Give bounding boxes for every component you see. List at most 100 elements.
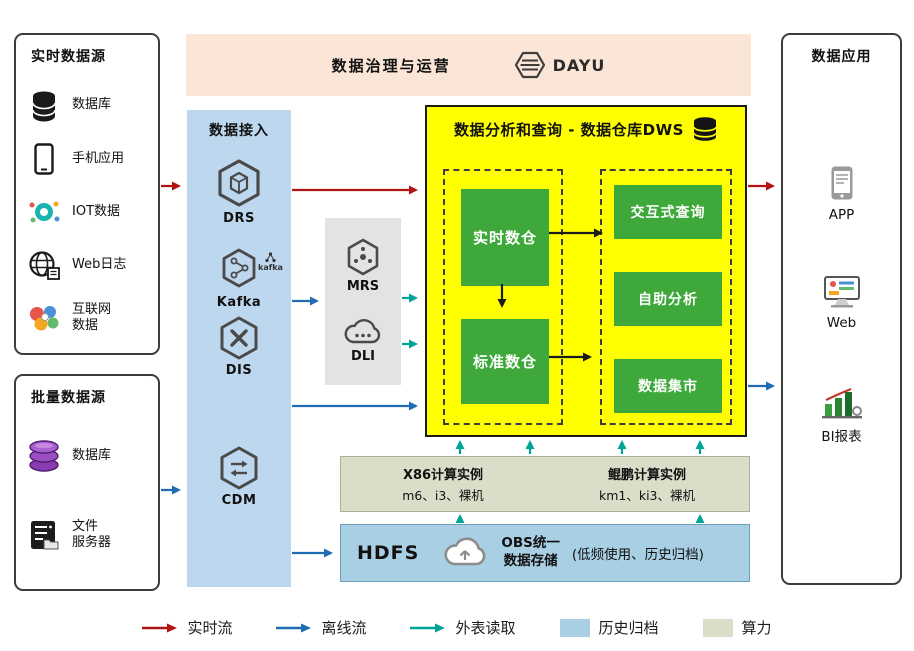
legend-compute: 算力 <box>702 617 772 638</box>
x86-instances: X86计算实例 m6、i3、裸机 <box>341 457 545 511</box>
batch-sources-title: 批量数据源 <box>31 390 106 406</box>
source-label: IOT数据 <box>72 203 121 219</box>
teal-arrow-icon <box>410 623 446 632</box>
x86-subtitle: m6、i3、裸机 <box>402 488 484 503</box>
source-item-web-log: Web日志 <box>22 239 154 292</box>
web-monitor-icon <box>823 276 860 308</box>
storage-bar: HDFS OBS统一 数据存储 (低频使用、历史归档) <box>340 524 750 582</box>
internet-data-icon <box>22 304 66 332</box>
service-cdm: CDM <box>187 446 291 508</box>
legend-label: 外表读取 <box>455 619 516 637</box>
legend-label: 历史归档 <box>598 619 659 637</box>
batch-source-list: 数据库 文件 服务器 <box>22 416 154 575</box>
app-label: Web <box>826 315 857 331</box>
source-item-internet-data: 互联网 数据 <box>22 292 154 345</box>
blue-arrow-icon <box>276 623 312 632</box>
source-label: 互联网 数据 <box>72 302 112 334</box>
legend-realtime-flow: 实时流 <box>142 617 232 638</box>
cdm-hexagon-icon <box>220 446 258 490</box>
obs-label: OBS统一 数据存储 <box>501 535 560 569</box>
ingestion-title: 数据接入 <box>209 123 269 139</box>
legend-external-read: 外表读取 <box>410 617 516 638</box>
mobile-phone-icon <box>22 143 66 175</box>
standard-warehouse-box: 标准数仓 <box>461 319 549 404</box>
purple-database-icon <box>22 439 66 473</box>
kunpeng-subtitle: km1、ki3、裸机 <box>598 488 696 503</box>
app-item-bi: BI报表 <box>783 387 900 445</box>
legend: 实时流 离线流 外表读取 历史归档 算力 <box>0 617 914 638</box>
service-mrs: MRS <box>325 238 401 294</box>
realtime-sources-title: 实时数据源 <box>31 49 106 65</box>
legend-archive: 历史归档 <box>559 617 659 638</box>
kafka-hexagon-icon <box>222 248 256 288</box>
batch-sources-panel: 批量数据源 数据库 <box>14 374 160 591</box>
source-item-database: 数据库 <box>22 79 154 132</box>
kunpeng-title: 鲲鹏计算实例 <box>607 468 686 483</box>
legend-label: 实时流 <box>187 619 233 637</box>
source-label: 手机应用 <box>72 150 125 166</box>
legend-label: 离线流 <box>321 619 367 637</box>
governance-title: 数据治理与运营 <box>331 56 451 75</box>
realtime-sources-panel: 实时数据源 数据库 手机应 <box>14 33 160 355</box>
applications-panel: 数据应用 APP Web <box>781 33 902 585</box>
dli-cloud-icon <box>344 319 381 344</box>
source-item-file-server: 文件 服务器 <box>22 496 154 576</box>
source-item-mobile-app: 手机应用 <box>22 132 154 185</box>
x86-title: X86计算实例 <box>402 468 484 483</box>
dws-warehouse-group: 实时数仓 标准数仓 <box>443 169 563 425</box>
service-label: Kafka <box>216 295 262 310</box>
app-item-web: Web <box>783 275 900 331</box>
compute-instances-bar: X86计算实例 m6、i3、裸机 鲲鹏计算实例 km1、ki3、裸机 <box>340 456 750 512</box>
service-label: DIS <box>225 363 253 378</box>
source-item-iot: IOT数据 <box>22 185 154 238</box>
dws-title-row: 数据分析和查询 - 数据仓库DWS <box>427 116 745 142</box>
source-item-batch-database: 数据库 <box>22 416 154 496</box>
source-label: 数据库 <box>72 447 112 463</box>
interactive-query-box: 交互式查询 <box>614 185 722 239</box>
legend-label: 算力 <box>741 619 772 637</box>
database-stack-icon <box>693 117 717 141</box>
source-label: 数据库 <box>72 97 112 113</box>
archive-swatch <box>559 618 590 637</box>
dws-panel: 数据分析和查询 - 数据仓库DWS 实时数仓 标准数仓 交互式查询 自助分析 数… <box>425 105 747 437</box>
obs-cloud-icon <box>444 537 486 566</box>
source-label: Web日志 <box>72 257 127 273</box>
dayu-hexagon-icon <box>514 51 545 79</box>
kafka-badge: kafka <box>258 252 283 272</box>
service-kafka: kafka Kafka <box>187 248 291 310</box>
kafka-badge-text: kafka <box>258 263 283 272</box>
self-service-analysis-box: 自助分析 <box>614 272 722 326</box>
legend-offline-flow: 离线流 <box>276 617 366 638</box>
iot-icon <box>22 197 66 227</box>
ingestion-column: 数据接入 DRS <box>187 110 291 587</box>
dayu-logo-text: DAYU <box>552 55 606 75</box>
realtime-warehouse-box: 实时数仓 <box>461 189 549 286</box>
app-label: BI报表 <box>821 429 862 445</box>
smartphone-icon <box>831 166 852 200</box>
lake-services-box: MRS DLI <box>325 218 401 385</box>
app-item-app: APP <box>783 165 900 223</box>
database-icon <box>22 89 66 123</box>
red-arrow-icon <box>142 623 178 632</box>
drs-hexagon-icon <box>218 159 260 207</box>
kafka-glyph-icon <box>265 252 276 263</box>
source-label: 文件 服务器 <box>72 519 112 551</box>
kunpeng-instances: 鲲鹏计算实例 km1、ki3、裸机 <box>545 457 749 511</box>
service-label: MRS <box>346 279 380 294</box>
service-label: DLI <box>351 349 375 364</box>
data-mart-box: 数据集市 <box>614 359 722 413</box>
dws-analysis-group: 交互式查询 自助分析 数据集市 <box>600 169 732 425</box>
governance-bar: 数据治理与运营 DAYU <box>186 34 751 96</box>
storage-note: (低频使用、历史归档) <box>571 547 704 563</box>
applications-title: 数据应用 <box>811 49 872 65</box>
service-dis: DIS <box>187 316 291 378</box>
bi-chart-icon <box>821 387 862 419</box>
dayu-logo: DAYU <box>514 51 606 79</box>
file-server-icon <box>22 519 66 551</box>
dws-title: 数据分析和查询 - 数据仓库DWS <box>454 120 684 139</box>
service-label: DRS <box>223 211 255 226</box>
service-label: CDM <box>221 493 257 508</box>
web-globe-icon <box>22 250 66 281</box>
realtime-source-list: 数据库 手机应用 <box>22 79 154 345</box>
